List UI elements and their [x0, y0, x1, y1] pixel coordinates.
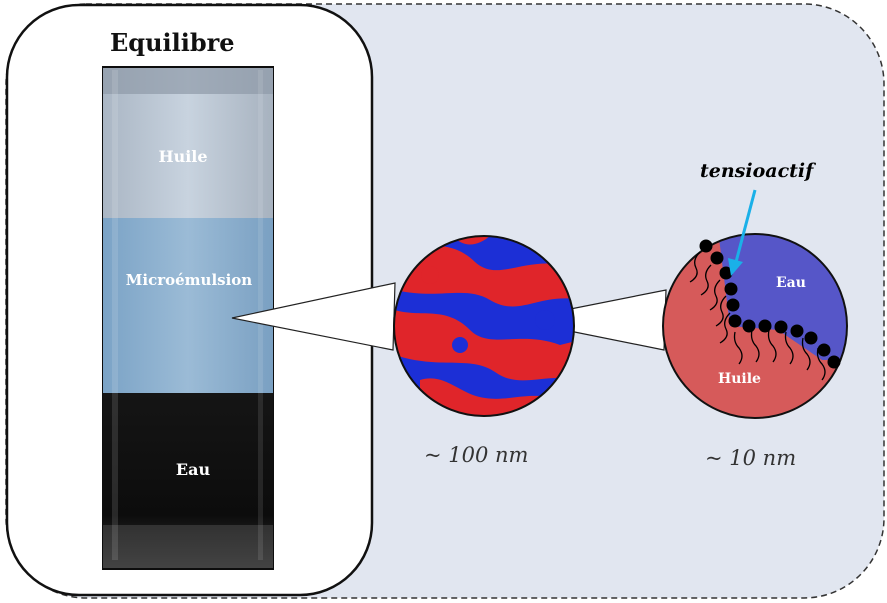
vial [102, 66, 274, 570]
interface-oil-label: Huile [718, 371, 761, 387]
microemulsion-phase-label: Microémulsion [125, 271, 253, 289]
interface-water-label: Eau [776, 275, 806, 291]
page-title: Equilibre [110, 28, 235, 57]
surfactant-arrow [728, 189, 757, 276]
scale-label-10nm: ~ 10 nm [705, 446, 797, 470]
oil-phase-label: Huile [158, 147, 208, 166]
scale-label-100nm: ~ 100 nm [424, 443, 529, 467]
vial-microemulsion-phase [103, 218, 273, 393]
bicontinuous-structure-circle [394, 236, 574, 416]
surfactant-chain [689, 239, 841, 381]
water-phase-label: Eau [175, 460, 211, 479]
surfactant-label: tensioactif [700, 160, 814, 182]
